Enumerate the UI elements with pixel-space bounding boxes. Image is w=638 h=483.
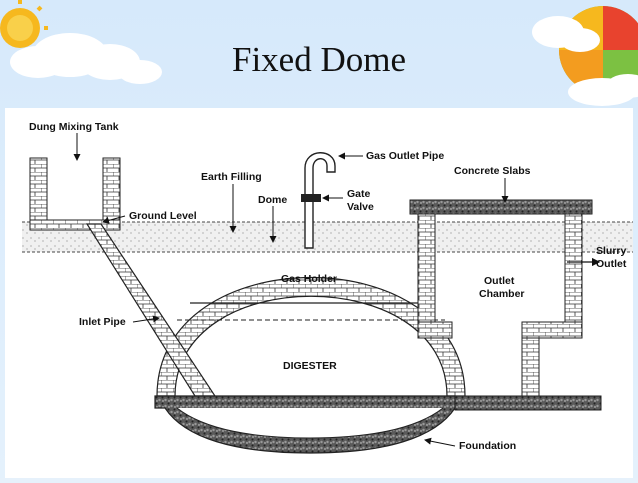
outlet-chamber-base-slab [454,395,602,411]
sun-icon [0,0,48,48]
slide-title: Fixed Dome [231,40,406,79]
cloud-icon [532,16,638,106]
label-gate-valve-2: Valve [347,201,374,213]
ground-soil-band [22,222,633,252]
label-earth-filling: Earth Filling [201,171,262,183]
outlet-chamber-left-wall [417,213,436,323]
fixed-dome-diagram: Dung Mixing Tank Earth Filling Ground Le… [5,108,633,478]
gate-valve [301,194,321,202]
balloon-cloud-decoration-right [532,6,638,106]
concrete-slab [409,199,593,215]
mixing-tank-right-wall [102,157,121,225]
diagram-svg: Dung Mixing Tank Earth Filling Ground Le… [22,121,633,454]
label-concrete-slabs: Concrete Slabs [454,165,531,177]
gas-outlet-pipe [304,152,336,249]
label-gas-outlet-pipe: Gas Outlet Pipe [366,150,444,162]
label-ground-level: Ground Level [129,210,197,222]
label-slurry-outlet-2: Outlet [596,258,627,270]
label-dome: Dome [258,194,287,206]
sun-cloud-decoration-left [0,0,162,84]
label-slurry-outlet-1: Slurry [596,245,627,257]
label-outlet-chamber-2: Chamber [479,288,525,300]
label-gas-holder: Gas Holder [281,273,337,285]
outlet-chamber-step-left [417,321,453,339]
label-gate-valve-1: Gate [347,188,371,200]
label-digester: DIGESTER [283,360,337,372]
label-inlet-pipe: Inlet Pipe [79,316,126,328]
label-outlet-chamber-1: Outlet [484,275,515,287]
cloud-icon [10,33,162,84]
label-foundation: Foundation [459,440,516,452]
outlet-chamber-right-wall [564,213,583,327]
mixing-tank-floor [29,219,121,231]
label-dung-mixing-tank: Dung Mixing Tank [29,121,119,133]
mixing-tank-left-wall [29,157,48,225]
outlet-chamber-step-right [521,321,583,339]
